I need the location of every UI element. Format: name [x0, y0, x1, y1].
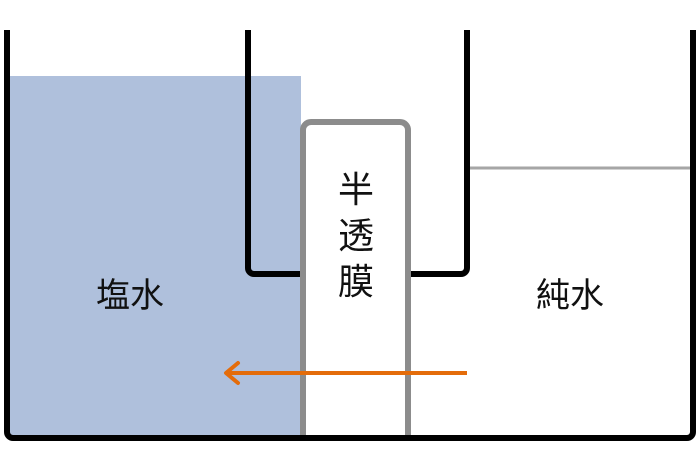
salt-water-fill	[9, 76, 301, 436]
semipermeable-membrane	[300, 119, 411, 440]
membrane-char: 半	[337, 170, 374, 211]
osmosis-arrow	[224, 361, 467, 385]
membrane-label: 半 透 膜	[334, 168, 378, 306]
membrane-char: 膜	[337, 262, 374, 303]
membrane-char: 透	[337, 216, 374, 257]
arrow-head-icon	[224, 361, 240, 385]
outer-container	[4, 30, 696, 441]
pure-water-label: 純水	[536, 276, 604, 316]
salt-water-label: 塩水	[96, 276, 164, 316]
